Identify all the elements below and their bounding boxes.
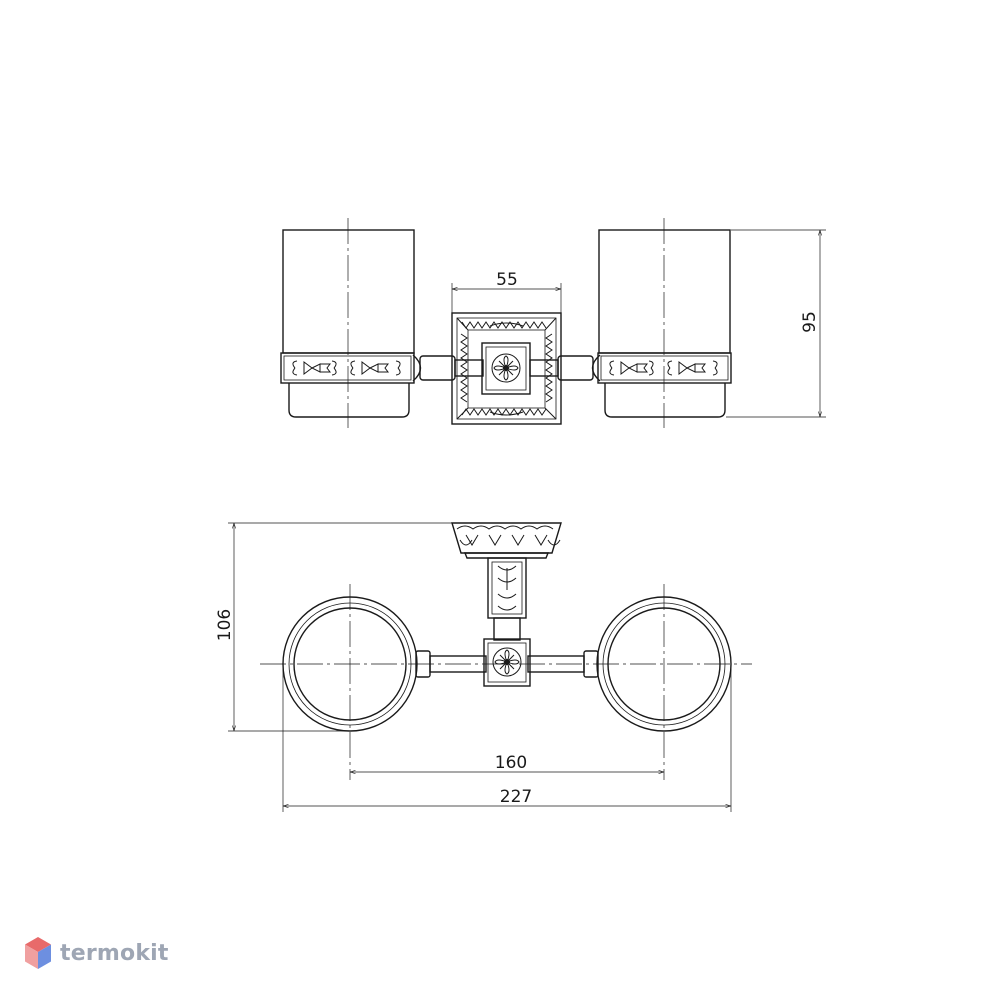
- dimension-label-95: 95: [800, 311, 820, 333]
- dimension-height-front: 95: [726, 229, 826, 418]
- dimension-label-227: 227: [500, 787, 532, 807]
- dimension-cup-spacing: 160: [350, 753, 664, 773]
- dimension-depth-top: 106: [215, 522, 452, 732]
- center-lines-top: [260, 584, 752, 780]
- rosette-ornament-front: [491, 353, 521, 383]
- watermark-logo: termokit: [24, 936, 169, 970]
- dimension-label-55: 55: [496, 270, 518, 290]
- hexagon-logo-icon: [25, 937, 51, 969]
- rosette-ornament-top: [492, 647, 522, 677]
- left-cup-band-ornament: [292, 360, 401, 376]
- left-cup-front: [280, 218, 415, 428]
- top-view: 106 160 227: [215, 522, 752, 812]
- wall-mount-plate-front: [451, 312, 562, 425]
- center-hub-top: [483, 638, 531, 687]
- dimension-mount-width: 55: [451, 270, 562, 313]
- front-view: 55 95: [280, 218, 826, 428]
- right-cup-band-ornament: [609, 360, 718, 376]
- right-cup-front: [597, 218, 732, 428]
- dimension-label-160: 160: [495, 753, 527, 773]
- watermark-text: termokit: [60, 940, 169, 966]
- dimension-overall-width: 227: [282, 664, 732, 812]
- wall-bracket-top: [451, 522, 562, 641]
- dimension-label-106: 106: [215, 609, 235, 641]
